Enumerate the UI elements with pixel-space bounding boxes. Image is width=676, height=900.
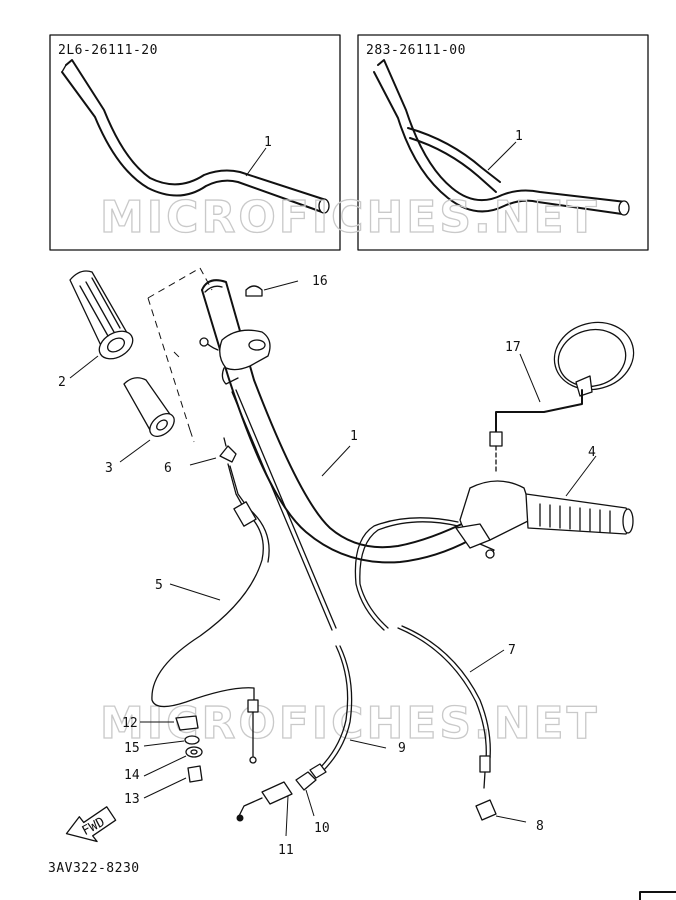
- grip-bracket: [147, 267, 213, 443]
- inset-left-frame: [49, 34, 341, 251]
- corner-mark: [639, 891, 676, 900]
- part-15-washer: [143, 735, 200, 747]
- part-7-brake-cable: [354, 517, 505, 789]
- callout-1: 1: [350, 429, 358, 444]
- fwd-arrow: FWD: [65, 806, 117, 843]
- inset-right: 283-26111-00 1: [357, 34, 649, 251]
- callout-5: 5: [155, 578, 163, 593]
- callout-10: 10: [314, 821, 330, 836]
- part-10-adjuster: [295, 763, 327, 817]
- inset-right-code: 283-26111-00: [366, 43, 466, 58]
- inset-left-handlebar: [61, 59, 330, 214]
- callout-1-leader: [321, 445, 351, 477]
- callout-2: 2: [58, 375, 66, 390]
- inset-right-frame: [357, 34, 649, 251]
- inset-left-leader: [245, 147, 267, 177]
- part-2-grip: [69, 270, 134, 379]
- callout-11: 11: [278, 843, 294, 858]
- part-16-plug: [245, 280, 299, 297]
- diagram-code: 3AV322-8230: [48, 861, 140, 876]
- inset-left-code: 2L6-26111-20: [58, 43, 158, 58]
- callout-16: 16: [312, 274, 328, 289]
- callout-8: 8: [536, 819, 544, 834]
- part-11-fitting: [236, 781, 293, 837]
- watermark-top: MICROFICHES.NET: [100, 192, 600, 243]
- callout-6: 6: [164, 461, 172, 476]
- handlebar-main: [201, 279, 471, 564]
- part-6-adjuster: [189, 437, 237, 466]
- part-17-mirror: [489, 321, 635, 475]
- part-3-throttle-grip: [119, 377, 175, 463]
- left-switch-assembly: [199, 329, 271, 385]
- inset-right-handlebar: [373, 59, 630, 216]
- part-14-washer: [143, 746, 203, 777]
- callout-15: 15: [124, 741, 140, 756]
- part-13-bolt: [143, 765, 203, 799]
- inset-right-leader: [487, 141, 517, 171]
- callout-3: 3: [105, 461, 113, 476]
- callout-9: 9: [398, 741, 406, 756]
- callout-7: 7: [508, 643, 516, 658]
- part-4-right-grip: [455, 455, 634, 559]
- inset-left-callout-1: 1: [264, 135, 272, 150]
- inset-left: 2L6-26111-20 1: [49, 34, 341, 251]
- part-9-throttle-cable: [231, 389, 387, 773]
- callout-13: 13: [124, 792, 140, 807]
- part-8-end: [475, 799, 527, 823]
- inset-right-callout-1: 1: [515, 129, 523, 144]
- callout-17: 17: [505, 340, 521, 355]
- callout-4: 4: [588, 445, 596, 460]
- callout-12: 12: [122, 716, 138, 731]
- part-5-clutch-cable: [151, 463, 270, 764]
- callout-14: 14: [124, 768, 140, 783]
- part-12-holder: [140, 715, 199, 731]
